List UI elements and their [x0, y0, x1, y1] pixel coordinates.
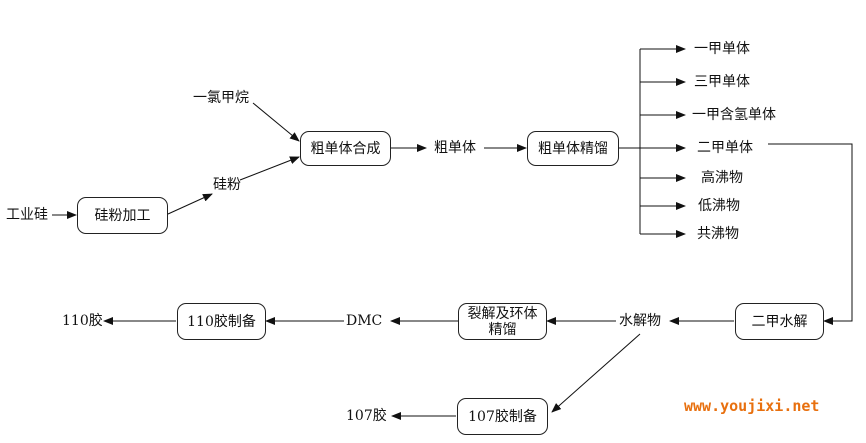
cracking-box-line-1: 裂解及环体 — [467, 305, 538, 322]
product-methyl-hydrogen: 一甲含氢单体 — [692, 107, 776, 123]
arrow-dimethyl-to-hydrolysis — [768, 143, 853, 325]
arrow-methyl-chloride-to-synthesis — [252, 102, 300, 142]
product-monomethyl: 一甲单体 — [694, 41, 750, 57]
product-azeotrope: 共沸物 — [697, 226, 739, 242]
methyl-chloride-label: 一氯甲烷 — [193, 90, 249, 106]
dmc-label: DMC — [346, 313, 383, 329]
hydrolysate-label: 水解物 — [619, 313, 661, 329]
arrow-powder-to-synthesis — [239, 156, 300, 181]
gum-107-prep-box: 107胶制备 — [457, 398, 548, 435]
gum-107-label: 107胶 — [346, 408, 387, 424]
product-trimethyl: 三甲单体 — [694, 74, 750, 90]
silicon-powder-label: 硅粉 — [213, 177, 241, 193]
dimethyl-hydrolysis-box: 二甲水解 — [735, 303, 824, 340]
gum-110-label: 110胶 — [62, 313, 103, 329]
crude-monomer-distillation-box: 粗单体精馏 — [527, 131, 619, 166]
crude-monomer-label: 粗单体 — [434, 140, 476, 156]
arrow-hydrolysate-to-107-prep — [551, 333, 641, 413]
product-dimethyl: 二甲单体 — [697, 140, 753, 156]
gum-110-prep-box: 110胶制备 — [177, 303, 266, 340]
watermark-text: www.youjixi.net — [684, 397, 820, 415]
product-low-boiler: 低沸物 — [698, 198, 740, 214]
silicon-powder-processing-box: 硅粉加工 — [77, 197, 168, 234]
crude-monomer-synthesis-box: 粗单体合成 — [300, 131, 391, 166]
product-high-boiler: 高沸物 — [701, 170, 743, 186]
industrial-silicon-label: 工业硅 — [6, 207, 48, 223]
cracking-box-line-2: 精馏 — [488, 321, 517, 338]
arrow-processing-to-powder — [167, 193, 213, 215]
cracking-ring-distillation-box: 裂解及环体 精馏 — [458, 303, 547, 340]
